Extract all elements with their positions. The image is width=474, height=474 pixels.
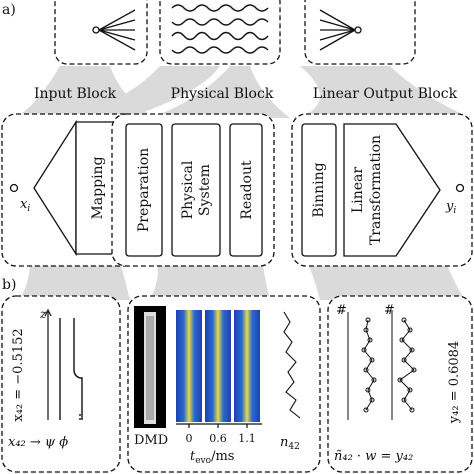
output-block-heading: Linear Output Block [313,86,458,102]
output-caption: ñ₄₂ · w = y₄₂ [334,449,413,464]
linear-transformation-shape [343,123,441,257]
tick-label-1: 0.6 [209,432,227,445]
linear-label-2: Transformation [368,135,384,245]
density-profile [283,311,301,419]
input-variable: xi [20,197,30,214]
binned-profile-left [347,312,377,420]
output-fan-icon [319,9,362,51]
tick-label-2: 1.1 [238,432,256,445]
camera-images [176,310,260,422]
input-node-icon [9,183,19,193]
mapping-label: Mapping [90,156,106,219]
left-z-axis [44,308,52,420]
dmd-pattern-image [134,306,166,428]
physical-block-heading: Physical Block [171,86,274,102]
preparation-label: Preparation [136,148,152,232]
linear-label-1: Linear [350,167,366,213]
dmd-label: DMD [134,433,168,448]
tick-label-0: 0 [186,432,193,445]
psi-phi-profiles [59,318,83,420]
hash-label-1: # [336,303,347,318]
physical-illustration-box [159,0,281,65]
physical-system-label-1: Physical [180,160,196,219]
density-label: n42 [280,435,300,452]
hash-label-2: # [384,303,395,318]
input-block-heading: Input Block [34,86,117,102]
physical-system-box [171,123,221,257]
tevo-axis-label: tevo/ms [190,449,234,466]
output-variable: yi [445,199,456,216]
binning-box [301,123,337,257]
physical-system-label-2: System [197,164,213,216]
mapping-caption: x₄₂ → ψ ϕ [8,435,68,450]
binning-label: Binning [311,162,327,217]
time-axis [176,423,262,428]
panel-a-tag: a) [2,2,16,18]
readout-box [229,123,263,257]
output-example-box [327,295,473,473]
panel-b-tag: b) [2,277,16,293]
waves-icon [171,4,269,54]
output-node-icon [455,183,465,193]
output-value-label: y₄₂ = 0.6084 [447,341,462,424]
preparation-box [125,123,163,257]
input-fan-icon [92,9,136,51]
left-z-axis-label: z [39,307,47,321]
input-illustration-box [54,0,148,65]
mapping-example-box [1,295,121,473]
readout-label: Readout [239,160,255,220]
input-value-label: x₄₂ = −0.5152 [11,328,26,421]
binned-profile-right [391,312,417,420]
